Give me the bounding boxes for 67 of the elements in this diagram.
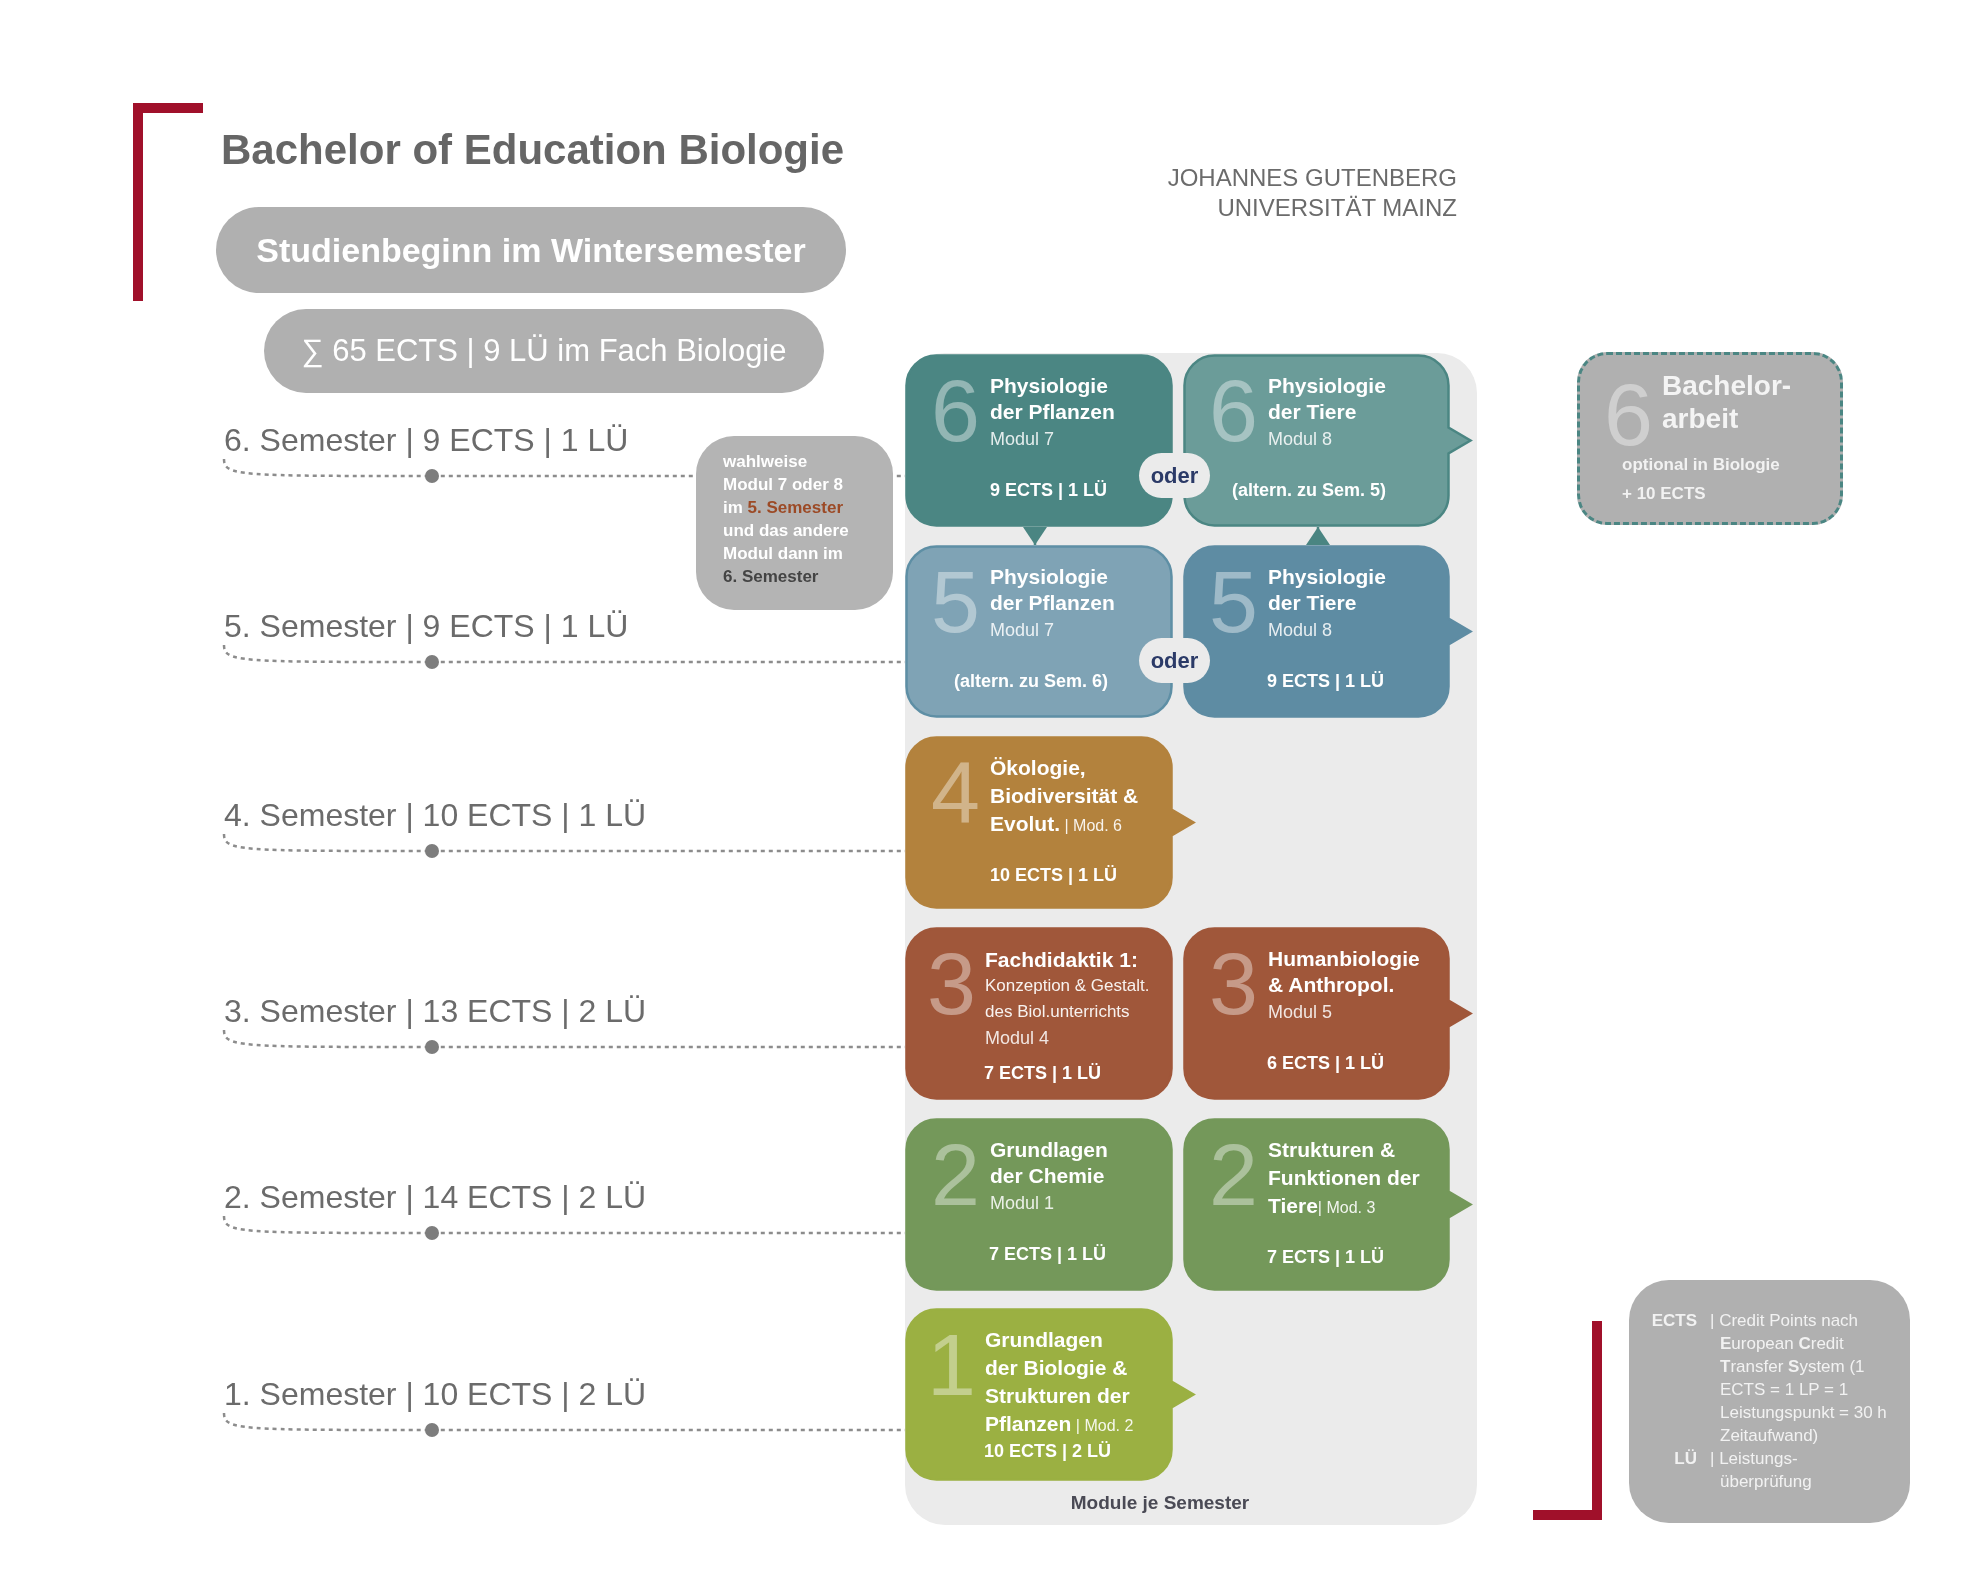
glossary-term: LÜ bbox=[1674, 1448, 1697, 1470]
title: Bachelor of Education Biologie bbox=[221, 126, 845, 174]
semester-numeral: 3 bbox=[927, 940, 976, 1028]
module-card bbox=[905, 1118, 1173, 1291]
credit-info: 10 ECTS | 2 LÜ bbox=[984, 1440, 1112, 1463]
module-title: Grundlagen der Biologie & Strukturen der Pflanzen | Mod. 2 bbox=[985, 1327, 1135, 1437]
module-number: Modul 7 bbox=[990, 619, 1055, 642]
semester-numeral: 6 bbox=[931, 367, 980, 455]
semester-numeral: 2 bbox=[931, 1131, 980, 1219]
thesis-title: Bachelor- arbeit bbox=[1662, 369, 1793, 435]
pointer-arrow bbox=[1306, 527, 1330, 545]
semester-label: 5. Semester | 9 ECTS | 1 LÜ bbox=[224, 607, 629, 645]
module-title: Physiologie der Pflanzen bbox=[990, 564, 1116, 616]
module-number: Modul 8 bbox=[1268, 619, 1333, 642]
module-title: Humanbiologie & Anthropol. bbox=[1268, 946, 1421, 998]
module-number: Modul 8 bbox=[1268, 428, 1333, 451]
semester-label: 4. Semester | 10 ECTS | 1 LÜ bbox=[224, 796, 647, 834]
glossary-term: ECTS bbox=[1651, 1310, 1697, 1332]
semester-label: 6. Semester | 9 ECTS | 1 LÜ bbox=[224, 421, 629, 459]
module-title: Physiologie der Tiere bbox=[1268, 373, 1387, 425]
module-card bbox=[1183, 1118, 1474, 1291]
module-number: Modul 5 bbox=[1268, 1001, 1333, 1024]
module-number: Modul 7 bbox=[990, 428, 1055, 451]
semester-numeral: 6 bbox=[1209, 367, 1258, 455]
module-subtitle: Konzeption & Gestalt. des Biol.unterrichts bbox=[985, 975, 1151, 1023]
semester-label: 1. Semester | 10 ECTS | 2 LÜ bbox=[224, 1375, 647, 1413]
credit-info: 7 ECTS | 1 LÜ bbox=[1267, 1246, 1385, 1269]
module-title: Fachdidaktik 1: bbox=[985, 947, 1139, 973]
module-title: Physiologie der Pflanzen bbox=[990, 373, 1116, 425]
semester-label: 3. Semester | 13 ECTS | 2 LÜ bbox=[224, 992, 647, 1030]
thesis-note: optional in Biologie bbox=[1622, 454, 1780, 476]
semester-numeral: 1 bbox=[927, 1321, 976, 1409]
module-number: Modul 4 bbox=[985, 1027, 1050, 1050]
pointer-arrow bbox=[1023, 527, 1047, 545]
panel-caption: Module je Semester bbox=[1070, 1491, 1250, 1515]
glossary-panel bbox=[1629, 1280, 1910, 1523]
module-title: Physiologie der Tiere bbox=[1268, 564, 1387, 616]
thesis-note: + 10 ECTS bbox=[1622, 483, 1706, 505]
glossary-definition: | Leistungs- überprüfung bbox=[1710, 1448, 1813, 1493]
credit-info: 7 ECTS | 1 LÜ bbox=[984, 1062, 1102, 1085]
semester-numeral: 4 bbox=[931, 749, 980, 837]
alternation-note: (altern. zu Sem. 6) bbox=[954, 670, 1109, 693]
alternation-note: (altern. zu Sem. 5) bbox=[1232, 479, 1387, 502]
module-number: Modul 1 bbox=[990, 1192, 1055, 1215]
thesis-card bbox=[1577, 352, 1843, 525]
glossary-definition: | Credit Points nach European Credit Transfer System (1 ECTS = 1 LP = 1 Leistungspunkt = 30 h Zeitaufwand) bbox=[1710, 1310, 1888, 1447]
semester-label: 2. Semester | 14 ECTS | 2 LÜ bbox=[224, 1178, 647, 1216]
university-name: JOHANNES GUTENBERG UNIVERSITÄT MAINZ bbox=[1166, 163, 1457, 223]
module-card bbox=[1183, 927, 1474, 1100]
module-title: Ökologie, Biodiversität & Evolut. | Mod. 6 bbox=[990, 755, 1140, 837]
ects-total-banner: ∑ 65 ECTS | 9 LÜ im Fach Biologie bbox=[264, 309, 824, 393]
hint-bubble: wahlweise Modul 7 oder 8 im 5. Semester und das andere Modul dann im 6. Semester bbox=[696, 436, 893, 610]
module-title: Strukturen & Funktionen der Tiere| Mod. 3 bbox=[1268, 1137, 1420, 1219]
credit-info: 9 ECTS | 1 LÜ bbox=[990, 479, 1108, 502]
start-banner: Studienbeginn im Wintersemester bbox=[216, 207, 846, 293]
module-card bbox=[905, 927, 1173, 1100]
module-card bbox=[905, 736, 1197, 909]
credit-info: 10 ECTS | 1 LÜ bbox=[990, 864, 1118, 887]
module-title: Grundlagen der Chemie bbox=[990, 1137, 1109, 1189]
credit-info: 7 ECTS | 1 LÜ bbox=[989, 1243, 1107, 1266]
semester-numeral: 2 bbox=[1209, 1131, 1258, 1219]
credit-info: 9 ECTS | 1 LÜ bbox=[1267, 670, 1385, 693]
module-panel bbox=[905, 353, 1477, 1525]
module-card bbox=[905, 1308, 1197, 1481]
semester-numeral: 5 bbox=[1209, 558, 1258, 646]
semester-numeral: 3 bbox=[1209, 940, 1258, 1028]
credit-info: 6 ECTS | 1 LÜ bbox=[1267, 1052, 1385, 1075]
